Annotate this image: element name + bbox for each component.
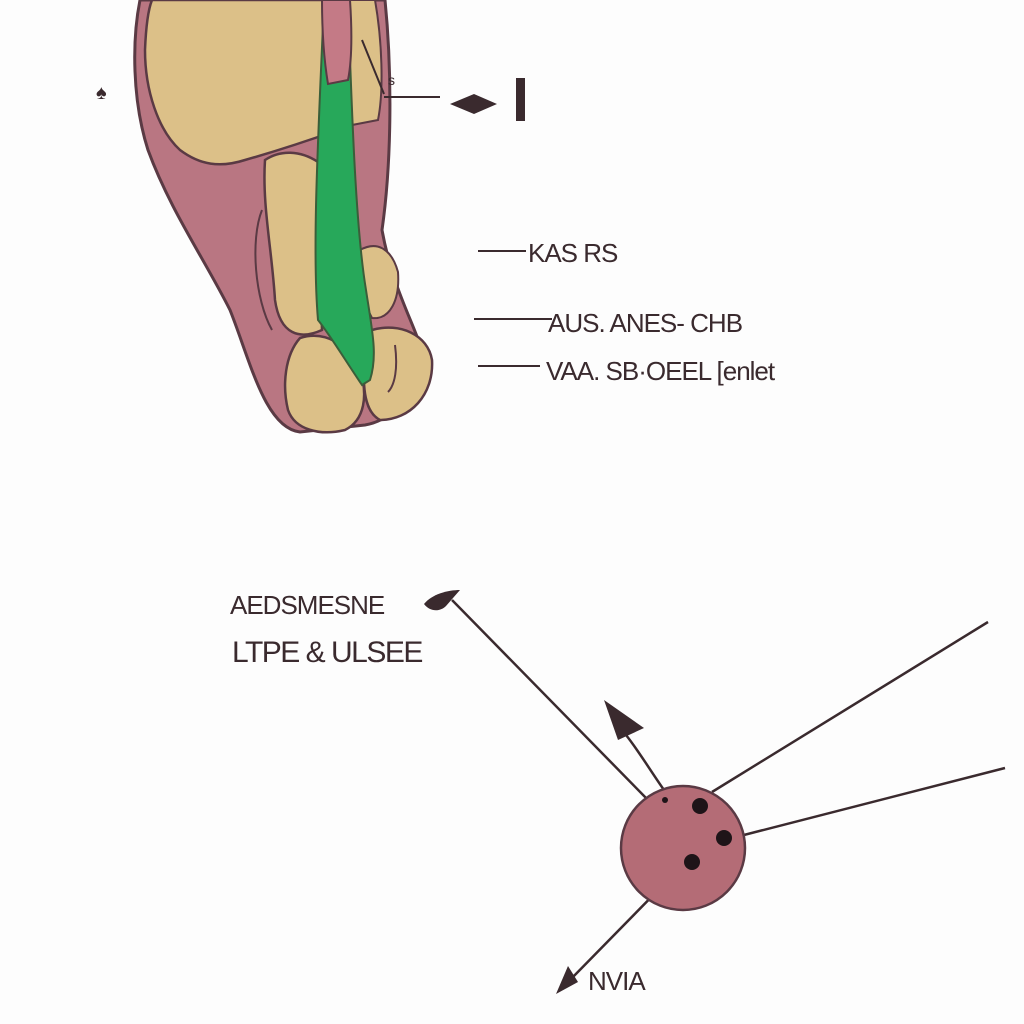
cell-dot-2 [716, 830, 732, 846]
ray-lower-left-arrowhead [556, 966, 578, 994]
ray-right [739, 766, 1006, 838]
cell-dot-1 [692, 798, 708, 814]
cell-body [619, 784, 747, 912]
upward-arrow-shaft [625, 734, 666, 791]
joint-illustration [133, 0, 434, 434]
bone-middle [263, 151, 324, 336]
small-tick-label: s [388, 72, 395, 88]
leader-line-top [361, 39, 385, 95]
bottom-label: NVIA [588, 966, 646, 996]
inner-contour [254, 209, 398, 393]
upper-label-3: VAA. SB·OEEL [enlet [546, 356, 775, 386]
left-marker-label: ♠ [96, 82, 107, 104]
cell-dot-3 [684, 854, 700, 870]
upper-label-2: AUS. ANES- CHB [548, 308, 743, 338]
tendon-sheath [320, 0, 353, 86]
ray-upper-left [451, 599, 649, 801]
cell-dot-small [662, 797, 668, 803]
cell-diagram [424, 590, 1006, 994]
upper-leader-lines [361, 39, 552, 367]
tendon [314, 0, 375, 387]
lower-title-line-1: AEDSMESNE [230, 590, 385, 620]
lower-title-line-2: LTPE & ULSEE [232, 636, 423, 669]
pointer-arrow-upper [450, 94, 497, 114]
ray-upper-right [711, 620, 989, 794]
bone-upper [143, 0, 345, 166]
marker-bar [516, 78, 525, 121]
ray-upper-left-arrowhead [424, 590, 460, 611]
upward-arrowhead [604, 700, 644, 740]
upper-label-1: KAS RS [528, 238, 618, 268]
